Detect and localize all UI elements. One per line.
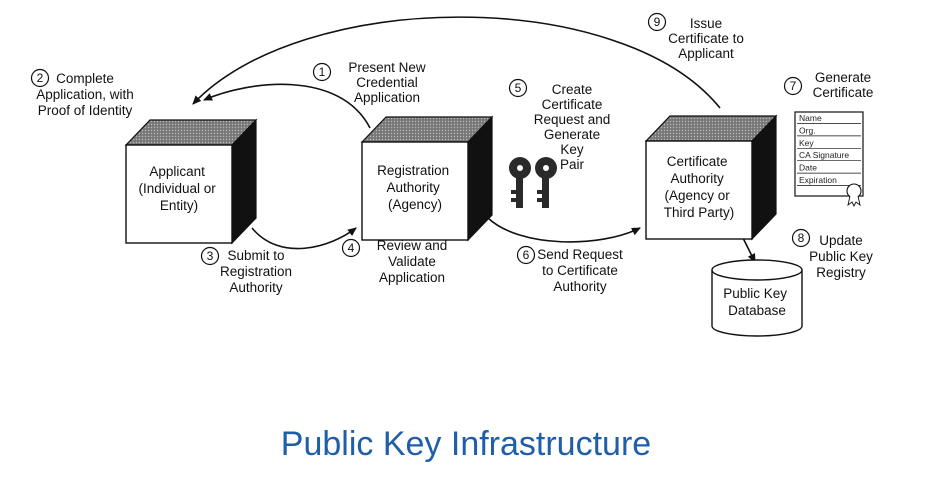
- certificate-authority-box: Certificate Authority (Agency or Third P…: [644, 114, 778, 241]
- svg-text:Registration Authority: Registration Authority (Agency): [377, 163, 453, 212]
- svg-text:Applicant (Individual or: Applicant (Individual or Entity): [138, 164, 219, 213]
- applicant-label-2: (Individual or: [138, 181, 216, 196]
- ca-label-1: Certificate: [667, 154, 728, 169]
- step-1-badge: [312, 62, 332, 82]
- step-1-number: 1: [319, 65, 326, 79]
- ra-label-1: Registration: [377, 163, 449, 178]
- ra-label-2: Authority: [386, 180, 440, 195]
- svg-text:Public Key Database: Public Key Database: [723, 286, 791, 318]
- step-9-badge: [647, 12, 667, 32]
- step-9-number: 9: [654, 15, 661, 29]
- applicant-label-1: Applicant: [149, 164, 205, 179]
- step-4-number: 4: [348, 241, 355, 255]
- step-7-badge: [783, 76, 803, 96]
- public-key-database: Public Key Database: [711, 259, 803, 337]
- step-3-number: 3: [207, 249, 214, 263]
- arrow-send-request: [487, 217, 641, 243]
- seal-icon: [846, 183, 862, 199]
- ca-label-3: (Agency or: [664, 188, 730, 203]
- step-3-badge: [200, 246, 220, 266]
- certificate-field: Key: [799, 138, 814, 148]
- ca-label-2: Authority: [670, 171, 724, 186]
- step-6-number: 6: [523, 248, 530, 262]
- key-pair-icon: [509, 157, 557, 208]
- step-2-number: 2: [37, 71, 44, 85]
- step-5-badge: [508, 78, 528, 98]
- step-5-number: 5: [515, 81, 522, 95]
- ra-label-3: (Agency): [388, 197, 442, 212]
- arrow-present-application: [203, 83, 371, 129]
- ca-label-4: Third Party): [664, 205, 735, 220]
- applicant-label-3: Entity): [160, 198, 198, 213]
- step-8-number: 8: [798, 231, 805, 245]
- database-label-2: Database: [728, 303, 786, 318]
- certificate-field: Expiration: [799, 175, 837, 185]
- certificate-field: CA Signature: [799, 150, 849, 160]
- arrow-submit-to-ra: [251, 227, 357, 250]
- arrow-issue-certificate: [192, 16, 721, 109]
- step-8-badge: [791, 228, 811, 248]
- step-2-badge: [30, 68, 50, 88]
- step-7-number: 7: [790, 79, 797, 93]
- database-label-1: Public Key: [723, 286, 787, 301]
- certificate-field: Name: [799, 113, 822, 123]
- certificate-field: Org.: [799, 125, 816, 135]
- page-title: Public Key Infrastructure: [281, 425, 651, 463]
- certificate-field: Date: [799, 163, 817, 173]
- svg-text:Certificate Authority: Certificate Authority (Agency or Third P…: [664, 154, 735, 220]
- step-6-badge: [516, 245, 536, 265]
- applicant-box: Applicant (Individual or Entity): [124, 118, 258, 245]
- step-4-badge: [341, 238, 361, 258]
- registration-authority-box: Registration Authority (Agency): [360, 115, 494, 242]
